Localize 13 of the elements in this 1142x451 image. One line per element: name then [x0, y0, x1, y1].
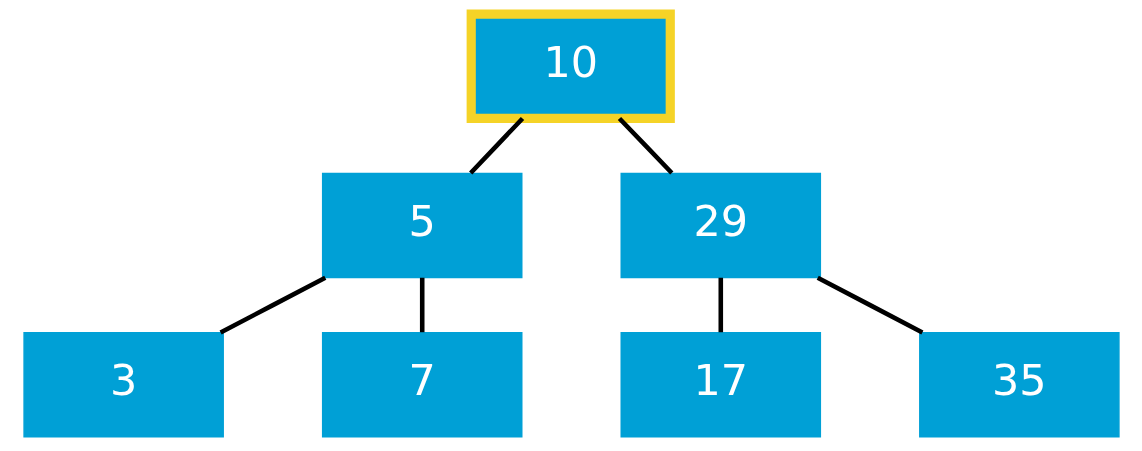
- connector: [419, 277, 424, 333]
- node-box: 17: [620, 331, 821, 438]
- node-box: 3: [22, 331, 224, 438]
- node-box: 29: [620, 172, 821, 279]
- node-box: 10: [466, 9, 675, 123]
- node-box: 35: [918, 331, 1120, 438]
- node-box: 5: [321, 172, 522, 279]
- node-box: 7: [321, 331, 522, 438]
- connector: [468, 116, 524, 175]
- connector: [718, 277, 723, 333]
- connector: [816, 275, 923, 335]
- connector: [617, 116, 673, 175]
- connector: [219, 275, 326, 335]
